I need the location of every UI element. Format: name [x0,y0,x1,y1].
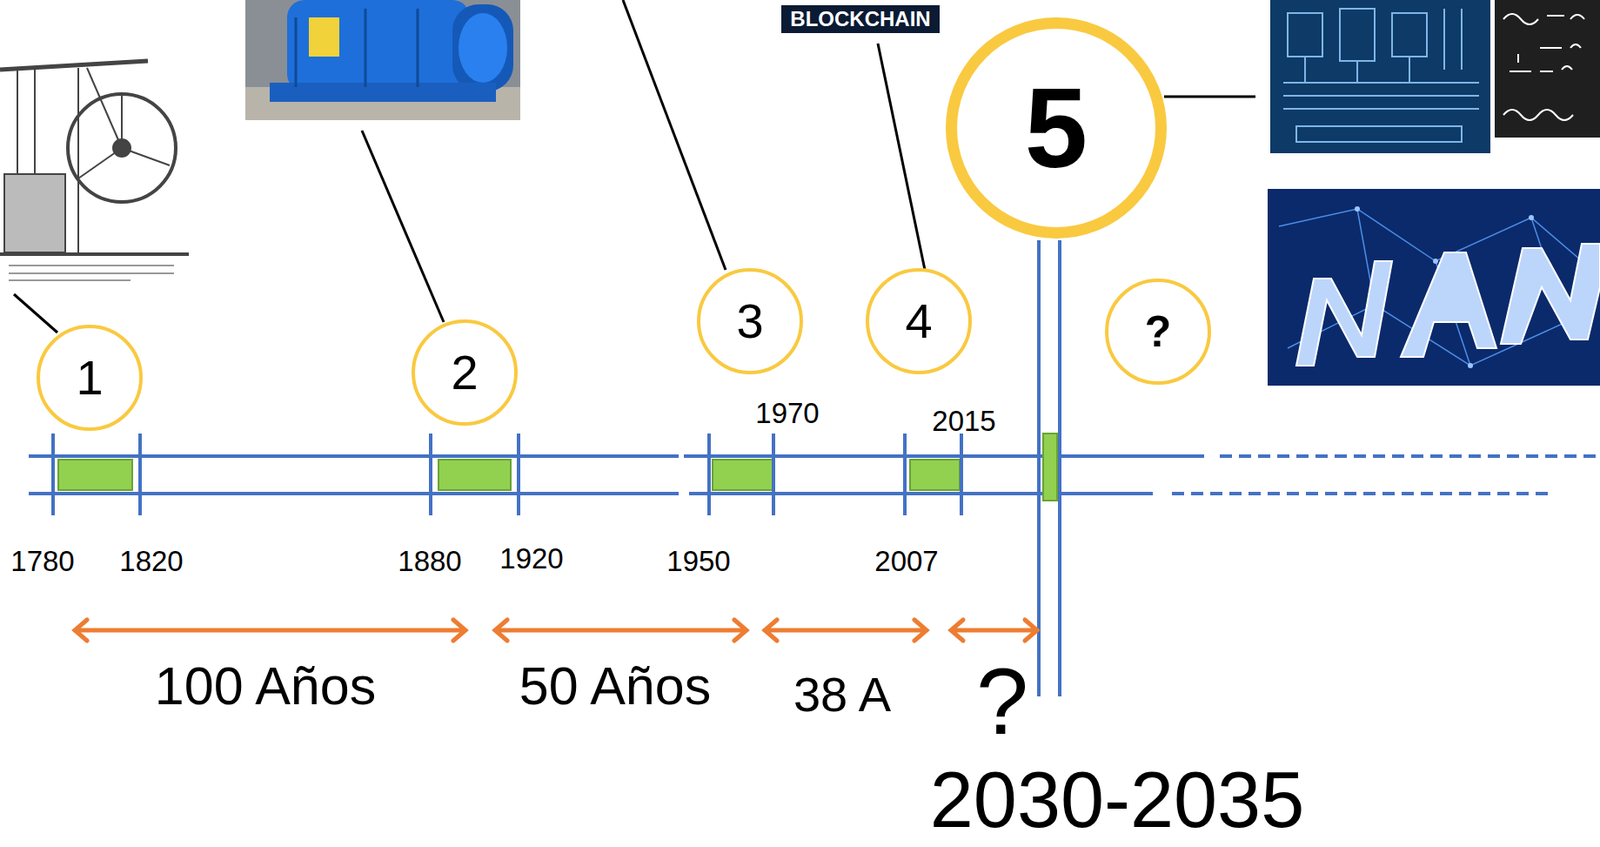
quantum-chip-image [1270,0,1491,154]
year-tick [53,240,1060,697]
revolution-circle: 4 [865,267,972,375]
equations-image [1494,0,1600,138]
callout-number: 1 [75,353,103,402]
steam-engine-image [0,0,189,286]
question-mark: ? [976,654,1029,749]
span-arrow [74,619,1038,641]
year-label: 1880 [397,546,462,576]
callout-number: 4 [904,296,932,346]
electric-motor-image [245,0,521,121]
revolution-circle: ? [1104,278,1212,385]
revolution-circle: 1 [36,324,143,431]
callout-number: 5 [1024,71,1088,185]
callout-number: 2 [450,348,478,397]
year-label: 1970 [755,398,819,428]
year-label: 2015 [931,406,996,436]
year-label: 1920 [499,543,563,573]
span-label: 100 Años [154,659,376,713]
year-label: 1950 [666,546,730,576]
leader-line [13,0,1256,333]
tech-label: BLOCKCHAIN [781,5,939,34]
revolution-circle: 2 [411,319,518,426]
timeline-rail [28,455,1600,494]
period-label: 2030-2035 [930,760,1305,839]
year-label: 2007 [874,546,938,576]
span-label: 38 A [793,669,891,719]
callout-number: ? [1144,309,1172,354]
nanotech-image [1267,188,1600,386]
year-label: 1820 [119,546,183,576]
callout-number: 3 [736,296,764,346]
year-label: 1780 [10,546,74,576]
revolution-circle: 5 [945,17,1167,239]
revolution-circle: 3 [696,267,804,375]
period-bar [58,433,1058,501]
span-label: 50 Años [519,659,711,713]
